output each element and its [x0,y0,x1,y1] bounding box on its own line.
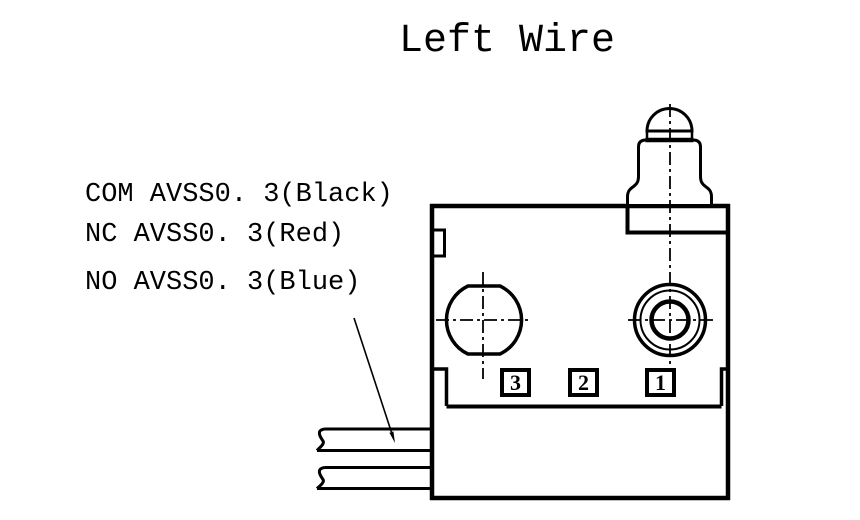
terminal-box-3: 3 [500,368,531,397]
arrowhead-icon [389,431,395,443]
mount-boss [625,204,730,235]
leader-arrow [353,317,395,443]
wire-break-icon [315,466,326,490]
centerlines [436,104,713,379]
body-step-lines [432,367,728,409]
plunger [626,107,713,208]
diagram-title: Left Wire [399,19,616,64]
wire-break-icon [315,427,326,452]
terminal-box-2: 2 [568,368,599,397]
wire-label-com: COM AVSS0. 3(Black) [85,180,393,210]
lead-wires [315,427,434,490]
plunger-dome [645,107,694,133]
body-side-tab [432,228,446,258]
wire-label-nc: NC AVSS0. 3(Red) [85,220,345,250]
wire-label-no: NO AVSS0. 3(Blue) [85,268,361,298]
terminal-box-1: 1 [645,368,676,397]
